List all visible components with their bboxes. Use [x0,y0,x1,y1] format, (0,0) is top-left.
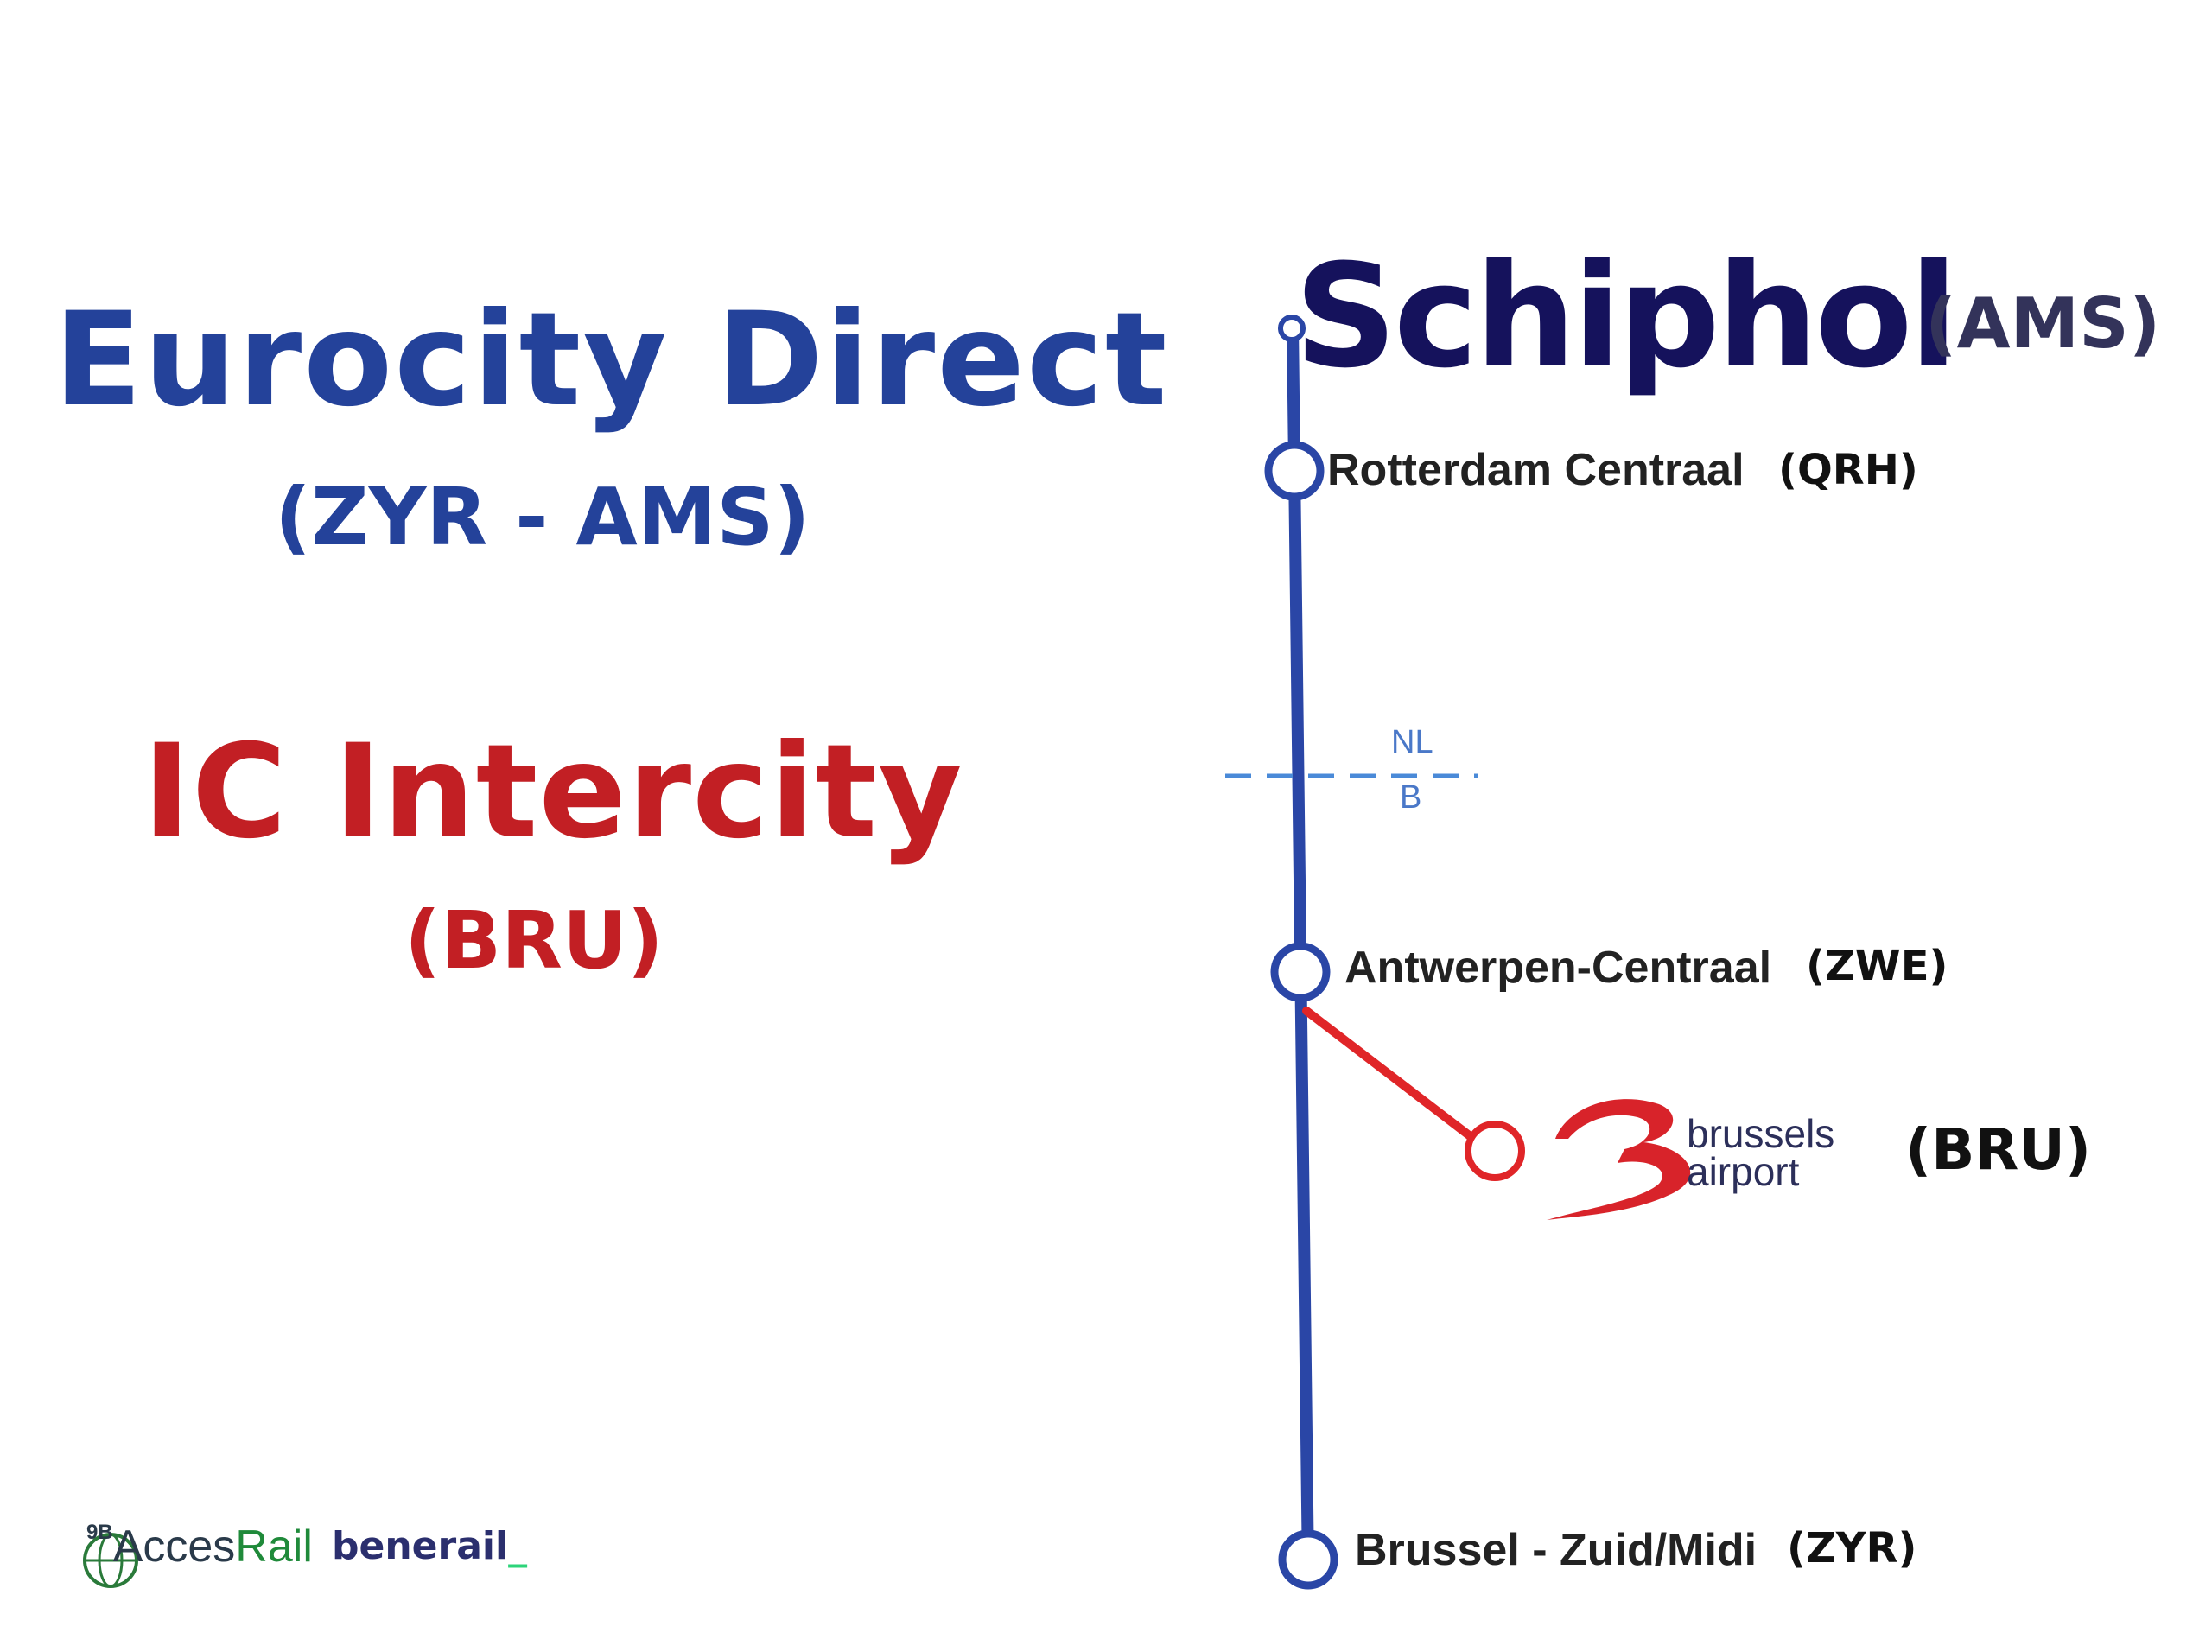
benerail-logo: benerail_ [332,1524,527,1568]
station-marker-brussel-zuid [1278,1529,1338,1590]
schiphol-logo: Schiphol [1294,233,1958,399]
border-label-b: B [1400,779,1422,816]
station-code-rotterdam: (QRH) [1778,446,1918,494]
brussels-airport-label-line2: airport [1687,1149,1800,1194]
accesrail-globe-icon [83,1533,138,1588]
station-label-rotterdam: Rotterdam Centraal [1327,445,1745,495]
station-label-brussel-zuid: Brussel - Zuid/Midi [1355,1525,1758,1575]
station-marker-schiphol [1278,315,1306,342]
station-code-brussels-airport: (BRU) [1905,1116,2092,1183]
accesrail-logo: 9BAccesRail [86,1521,313,1573]
accesrail-logo-rail: Rail [235,1522,313,1572]
station-label-antwerpen: Antwerpen-Centraal [1344,943,1772,993]
intercity-route-code: (BRU) [404,894,664,987]
branch-line-airport [1302,1007,1480,1145]
station-marker-rotterdam [1264,441,1325,501]
station-marker-brussels-airport [1465,1121,1525,1181]
border-label-nl: NL [1391,724,1433,760]
eurocity-route-codes: (ZYR - AMS) [275,471,810,563]
station-code-brussel-zuid: (ZYR) [1787,1524,1917,1573]
ic-intercity-title: IC Intercity [143,717,963,867]
benerail-logo-text: benerail [332,1524,509,1568]
station-marker-antwerpen [1270,942,1331,1002]
brussels-airport-label: brussels airport [1687,1111,1835,1194]
accesrail-logo-prefix: 9B [86,1521,113,1544]
station-code-antwerpen: (ZWE) [1806,942,1948,990]
schiphol-code: (AMS) [1925,283,2161,364]
accesrail-logo-acces: Acces [112,1522,236,1572]
eurocity-direct-title: Eurocity Direct [54,285,1169,435]
brussels-airport-logo-icon [1547,1099,1691,1220]
brussels-airport-label-line1: brussels [1687,1111,1835,1156]
benerail-logo-underscore: _ [508,1524,528,1568]
